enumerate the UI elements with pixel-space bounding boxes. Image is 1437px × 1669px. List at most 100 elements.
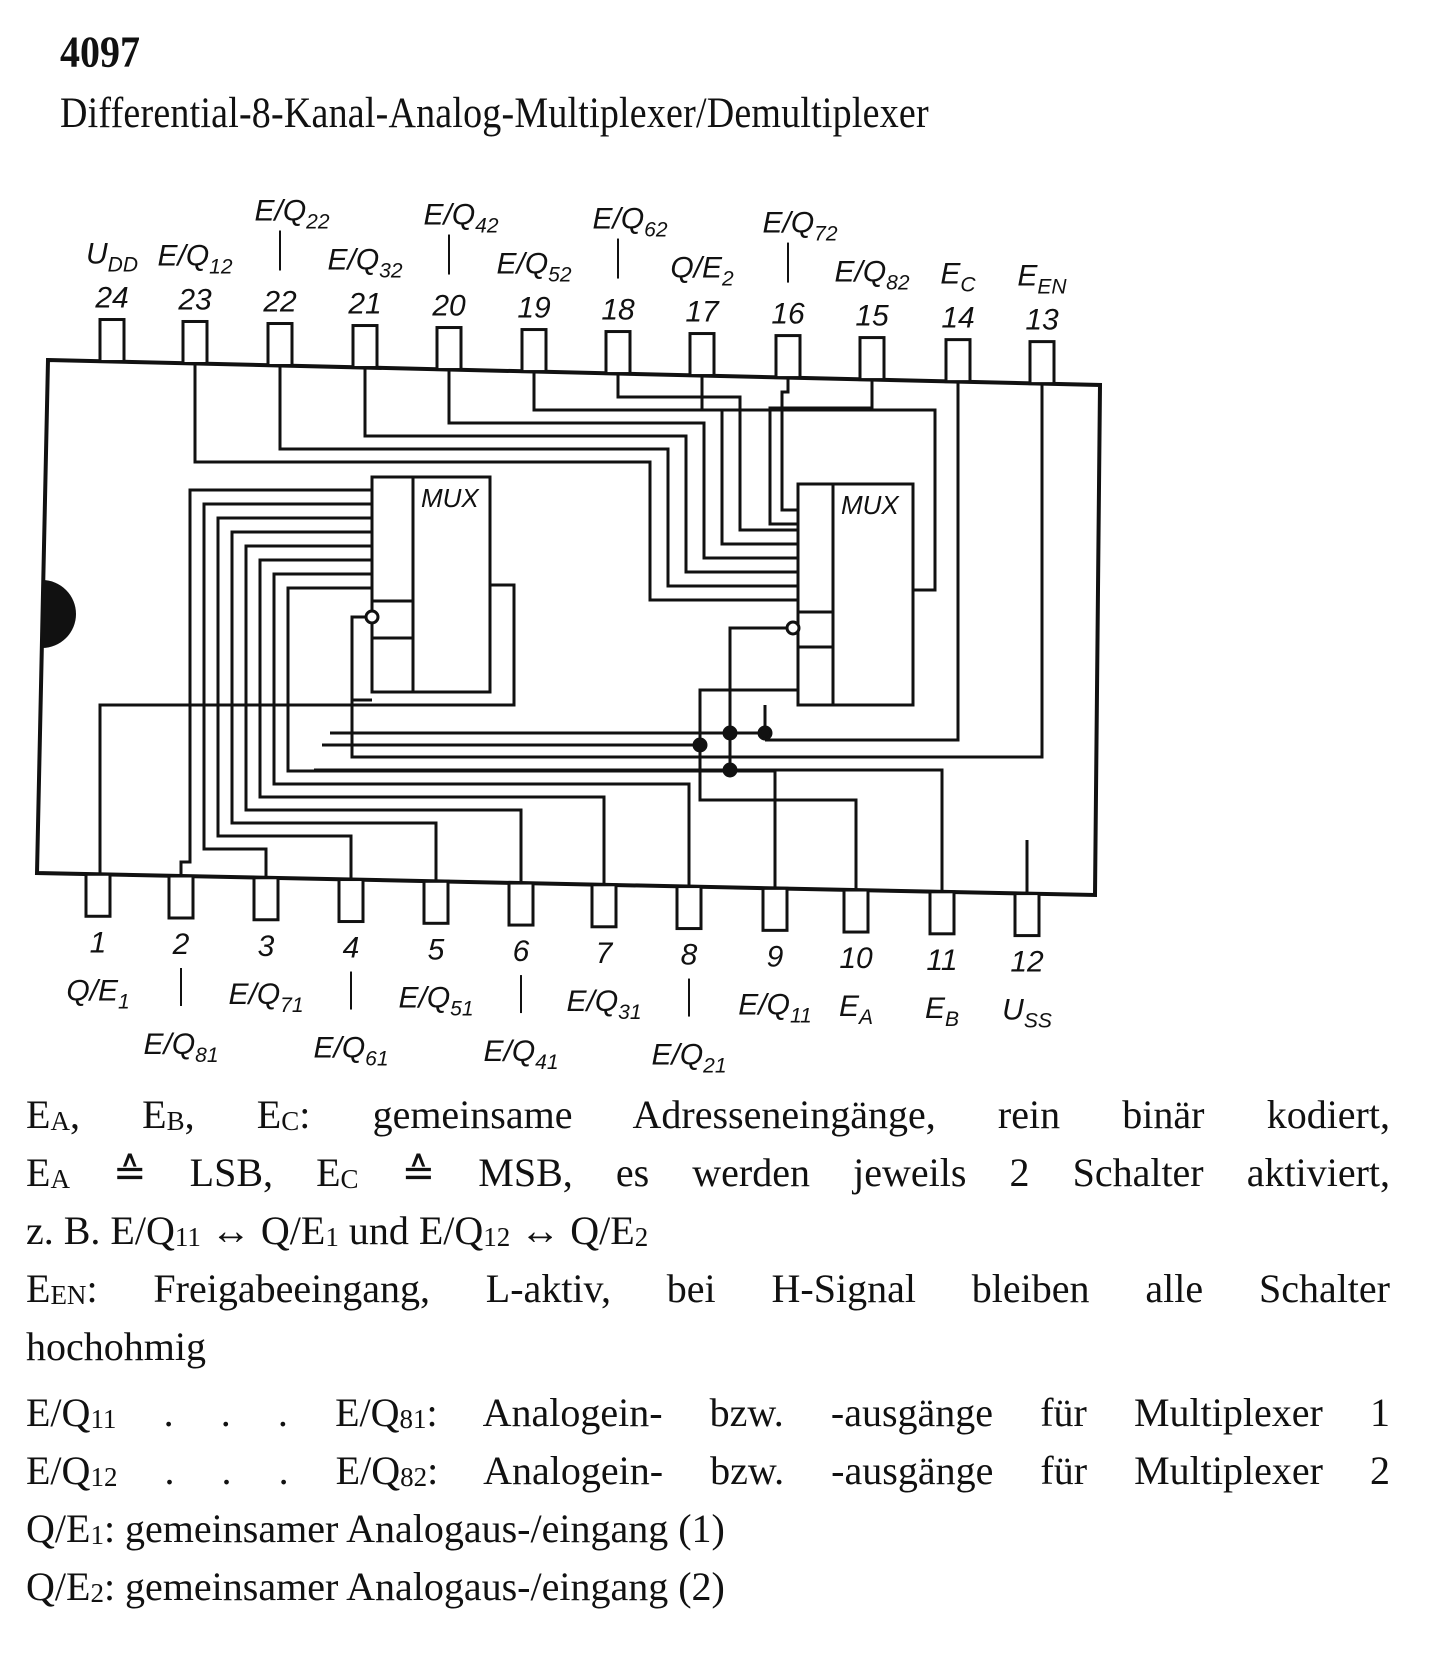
pin-label-sub: 42	[475, 215, 499, 238]
mux1-input-wire	[202, 502, 372, 878]
pin-number: 2	[172, 928, 190, 961]
pin-22	[266, 322, 294, 368]
mux2-input-wire	[193, 363, 798, 602]
pin-label-main: E/Q	[327, 244, 379, 277]
legend-line: E/Q12 . . . E/Q82: Analogein- bzw. -ausg…	[26, 1442, 1390, 1500]
legend-text: E	[26, 1150, 51, 1195]
pin-label: USS	[1002, 994, 1052, 1033]
pin-number: 19	[517, 292, 551, 325]
legend-subscript: 2	[634, 1222, 649, 1252]
pin-label-sub: 81	[195, 1044, 218, 1067]
legend-text: Q/E	[26, 1506, 91, 1551]
pin-number: 15	[855, 300, 889, 333]
pin-number: 4	[343, 932, 360, 965]
mux-block	[796, 482, 915, 707]
legend: EA, EB, EC: gemeinsame Adresseneingänge,…	[26, 1086, 1390, 1616]
address-b-wire	[728, 690, 944, 892]
pin-label-main: E	[1017, 260, 1038, 293]
legend-subscript: 81	[399, 1404, 427, 1434]
pin-label-main: U	[1002, 994, 1024, 1027]
legend-subscript: 11	[174, 1222, 201, 1252]
pin-label: EEN	[1017, 260, 1067, 299]
pin-number: 18	[601, 294, 635, 327]
pin-number: 8	[681, 939, 698, 972]
pin-label-sub: C	[960, 274, 976, 297]
pin-label: E/Q41	[483, 1035, 558, 1074]
pin-label-sub: 82	[886, 272, 910, 295]
legend-text: : Analogein- bzw. -ausgänge für Multiple…	[427, 1448, 1390, 1493]
legend-line: z. B. E/Q11 ↔ Q/E1 und E/Q12 ↔ Q/E2	[26, 1202, 1390, 1260]
address-c-wire	[765, 381, 960, 742]
mux1-input-wire	[286, 586, 777, 889]
pin-label-main: E	[940, 258, 961, 291]
pin-label: Q/E1	[66, 974, 129, 1013]
pin-label-main: E/Q	[834, 256, 886, 289]
pin-7	[590, 883, 618, 929]
legend-text: und E/Q	[338, 1208, 484, 1253]
internal-wiring	[34, 357, 1103, 898]
legend-text: , E	[69, 1092, 167, 1137]
pin-label-main: E/Q	[254, 195, 306, 228]
pin-19	[520, 328, 548, 374]
legend-text: : Analogein- bzw. -ausgänge für Multiple…	[426, 1390, 1390, 1435]
legend-line: hochohmig	[26, 1318, 1390, 1376]
legend-text: ↔ Q/E	[200, 1208, 326, 1253]
mux2-input-wire	[616, 373, 798, 532]
pin-label-main: Q/E	[66, 974, 119, 1007]
pin-label-sub: DD	[108, 254, 138, 277]
legend-text: z. B. E/Q	[26, 1208, 175, 1253]
legend-line: E/Q11 . . . E/Q81: Analogein- bzw. -ausg…	[26, 1384, 1390, 1442]
legend-subscript: 82	[400, 1462, 428, 1492]
pin-label-main: E/Q	[423, 199, 475, 232]
mux1-input-wire	[244, 544, 523, 884]
legend-subscript: 2	[90, 1578, 104, 1608]
pin-label-main: E/Q	[651, 1039, 703, 1072]
legend-subscript: 11	[90, 1404, 117, 1434]
legend-text: E/Q	[26, 1390, 91, 1435]
legend-subscript: 12	[483, 1222, 511, 1252]
pin-label-main: E/Q	[566, 985, 618, 1018]
pin-label-sub: 22	[305, 211, 330, 234]
pin-label: E/Q72	[762, 207, 837, 246]
legend-text: ↔ Q/E	[510, 1208, 635, 1253]
pin-label-sub: 61	[365, 1048, 388, 1071]
pin-label-main: U	[86, 238, 108, 271]
mux2-input-wire	[447, 369, 798, 560]
chip-body	[34, 357, 1103, 898]
legend-subscript: C	[340, 1164, 359, 1194]
pin-15	[858, 336, 886, 382]
pin-1	[84, 872, 112, 918]
pin-4	[337, 878, 365, 924]
pin-label-sub: 72	[814, 223, 838, 246]
pin-number: 9	[767, 940, 784, 973]
mux1-input-wire	[258, 558, 606, 885]
pin-label: E/Q81	[143, 1028, 218, 1067]
mux2-input-wire	[278, 365, 798, 588]
legend-text: E	[26, 1092, 51, 1137]
mux1-input-wire	[216, 516, 372, 880]
pin-16	[774, 334, 802, 380]
legend-text: : gemeinsamer Analogaus-/eingang (2)	[103, 1564, 725, 1609]
legend-line: EA ≙ LSB, EC ≙ MSB, es werden jeweils 2 …	[26, 1144, 1390, 1202]
pin-label-main: E/Q	[143, 1028, 195, 1061]
legend-text: : gemeinsamer Analogaus-/eingang (1)	[103, 1506, 725, 1551]
pin-label-sub: 2	[721, 268, 734, 291]
pin-label-sub: 51	[450, 997, 473, 1020]
pin-label: E/Q52	[496, 248, 571, 287]
legend-subscript: 1	[90, 1520, 104, 1550]
mux2-input-wire	[780, 377, 798, 512]
pin-label: E/Q51	[398, 981, 473, 1020]
legend-text: . . . E/Q	[116, 1390, 400, 1435]
pin-label: E/Q71	[228, 978, 303, 1017]
pin-number: 3	[258, 930, 275, 963]
pin-number: 24	[94, 282, 128, 315]
page-title: Differential-8-Kanal-Analog-Multiplexer/…	[60, 89, 929, 138]
pin-label-main: E	[925, 992, 946, 1025]
pin-label-sub: B	[945, 1008, 959, 1031]
pin-label: UDD	[86, 238, 138, 277]
mux1-input-wire	[272, 572, 691, 887]
pin-label-main: E/Q	[228, 978, 280, 1011]
legend-subscript: C	[281, 1106, 300, 1136]
pin-label: E/Q32	[327, 244, 402, 283]
pin-8	[675, 885, 703, 931]
